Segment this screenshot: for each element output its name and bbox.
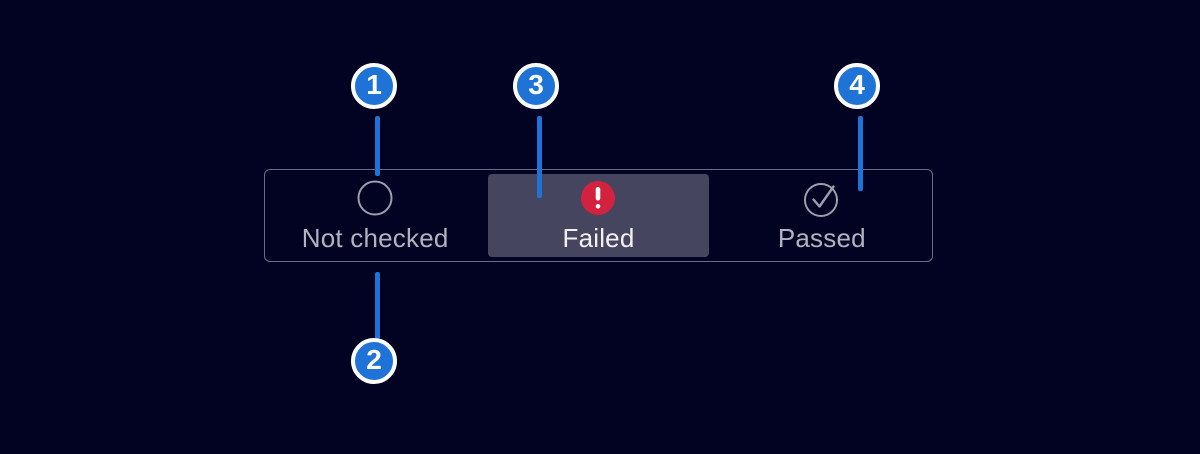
callout-marker-2: 2: [351, 338, 397, 384]
segment-failed[interactable]: Failed: [488, 174, 709, 257]
callout-line-4: [858, 116, 863, 191]
callout-number-4: 4: [849, 69, 865, 100]
segment-passed[interactable]: Passed: [712, 170, 932, 261]
callout-number-1: 1: [366, 69, 382, 100]
callout-line-1: [375, 116, 380, 176]
callout-marker-3: 3: [513, 63, 559, 109]
segment-not-checked[interactable]: Not checked: [265, 170, 485, 261]
segment-not-checked-label: Not checked: [301, 222, 449, 253]
error-badge-icon: [579, 179, 617, 217]
circle-outline-icon: [356, 179, 394, 217]
callout-number-2: 2: [366, 344, 382, 375]
callout-marker-4: 4: [834, 63, 880, 109]
callout-line-2: [375, 272, 380, 339]
check-circle-icon: [803, 179, 841, 217]
segment-passed-label: Passed: [777, 222, 866, 253]
callout-line-3: [537, 116, 542, 198]
check-status-bar: Not checked Failed Passed: [264, 169, 933, 262]
segment-failed-label: Failed: [562, 222, 635, 253]
callout-number-3: 3: [528, 69, 544, 100]
callout-marker-1: 1: [351, 63, 397, 109]
